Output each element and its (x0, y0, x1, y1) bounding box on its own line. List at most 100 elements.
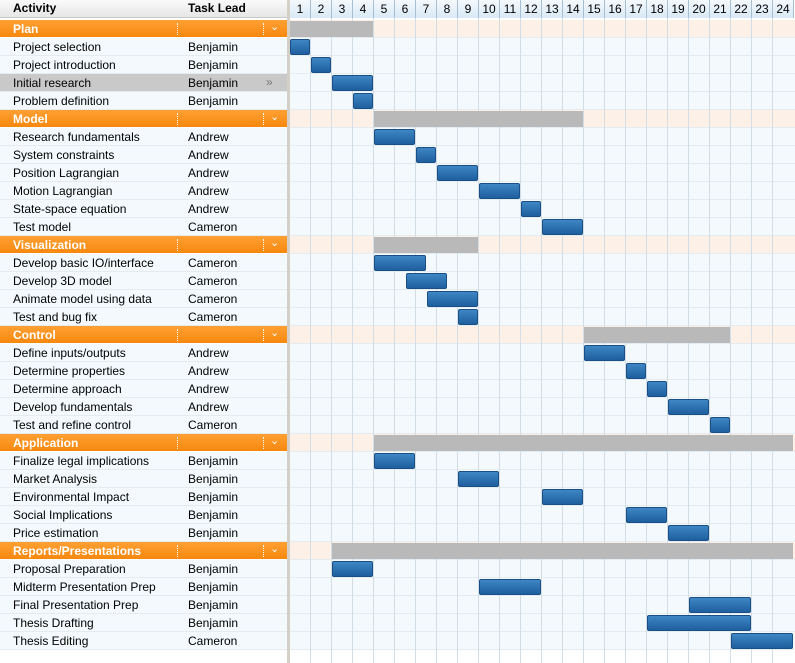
group-row[interactable]: Plan⌄ (0, 20, 287, 38)
task-bar[interactable] (689, 597, 751, 613)
chevron-down-icon[interactable]: ⌄ (270, 21, 280, 33)
task-bar[interactable] (668, 399, 709, 415)
group-timeline-row (290, 236, 795, 254)
task-bar[interactable] (542, 489, 583, 505)
task-bar[interactable] (374, 129, 415, 145)
group-row[interactable]: Model⌄ (0, 110, 287, 128)
column-header-task-lead[interactable]: Task Lead (188, 1, 246, 15)
task-bar[interactable] (416, 147, 436, 163)
task-bar[interactable] (426, 291, 478, 307)
day-header-cell: 1 (290, 0, 311, 18)
group-row[interactable]: Application⌄ (0, 434, 287, 452)
task-bar[interactable] (647, 381, 667, 397)
task-bar[interactable] (353, 93, 373, 109)
task-bar[interactable] (479, 579, 541, 595)
task-bar[interactable] (710, 417, 730, 433)
group-summary-bar[interactable] (374, 237, 478, 253)
task-timeline-row (290, 578, 795, 596)
task-bar[interactable] (521, 201, 541, 217)
task-bar[interactable] (626, 507, 667, 523)
task-bar[interactable] (668, 525, 709, 541)
group-summary-bar[interactable] (332, 543, 793, 559)
task-bar[interactable] (731, 633, 793, 649)
task-timeline-row (290, 380, 795, 398)
group-summary-bar[interactable] (374, 435, 793, 451)
task-name: Finalize legal implications (13, 454, 150, 468)
task-bar[interactable] (332, 561, 373, 577)
task-bar[interactable] (584, 345, 625, 361)
task-timeline-row (290, 470, 795, 488)
group-row[interactable]: Visualization⌄ (0, 236, 287, 254)
group-name: Control (13, 328, 56, 342)
day-gridline (730, 18, 731, 663)
group-summary-bar[interactable] (290, 21, 373, 37)
task-bar[interactable] (290, 39, 310, 55)
column-header-activity[interactable]: Activity (13, 1, 57, 15)
group-row[interactable]: Control ⌄ (0, 326, 287, 344)
task-bar[interactable] (626, 363, 646, 379)
task-bar[interactable] (542, 219, 583, 235)
column-separator (263, 545, 264, 557)
task-timeline-row (290, 56, 795, 74)
double-chevron-right-icon[interactable]: » (266, 75, 273, 89)
task-bar[interactable] (332, 75, 373, 91)
task-bar[interactable] (458, 309, 478, 325)
group-summary-bar[interactable] (374, 111, 583, 127)
task-name: Test and refine control (13, 418, 132, 432)
chevron-down-icon[interactable]: ⌄ (270, 111, 280, 123)
task-bar[interactable] (437, 165, 478, 181)
chevron-down-icon[interactable]: ⌄ (270, 543, 280, 555)
task-bar[interactable] (374, 255, 426, 271)
task-name: Position Lagrangian (13, 166, 120, 180)
task-bar[interactable] (311, 57, 331, 73)
activity-grid: Activity Task Lead Plan⌄Project selectio… (0, 0, 287, 663)
task-lead: Benjamin (188, 616, 239, 630)
group-summary-bar[interactable] (584, 327, 730, 343)
chevron-down-icon[interactable]: ⌄ (270, 237, 280, 249)
day-header-cell: 8 (437, 0, 458, 18)
task-bar[interactable] (647, 615, 751, 631)
task-bar[interactable] (374, 453, 415, 469)
task-bar[interactable] (405, 273, 447, 289)
group-row[interactable]: Reports/Presentations⌄ (0, 542, 287, 560)
task-lead: Cameron (188, 292, 238, 306)
task-bar[interactable] (479, 183, 520, 199)
day-header-cell: 20 (689, 0, 710, 18)
chevron-down-icon[interactable]: ⌄ (270, 435, 280, 447)
task-name: Research fundamentals (13, 130, 140, 144)
splitter[interactable] (287, 0, 290, 663)
task-bar[interactable] (458, 471, 499, 487)
task-lead: Benjamin (188, 472, 239, 486)
task-name: Develop 3D model (13, 274, 112, 288)
chevron-down-icon[interactable]: ⌄ (270, 327, 280, 339)
